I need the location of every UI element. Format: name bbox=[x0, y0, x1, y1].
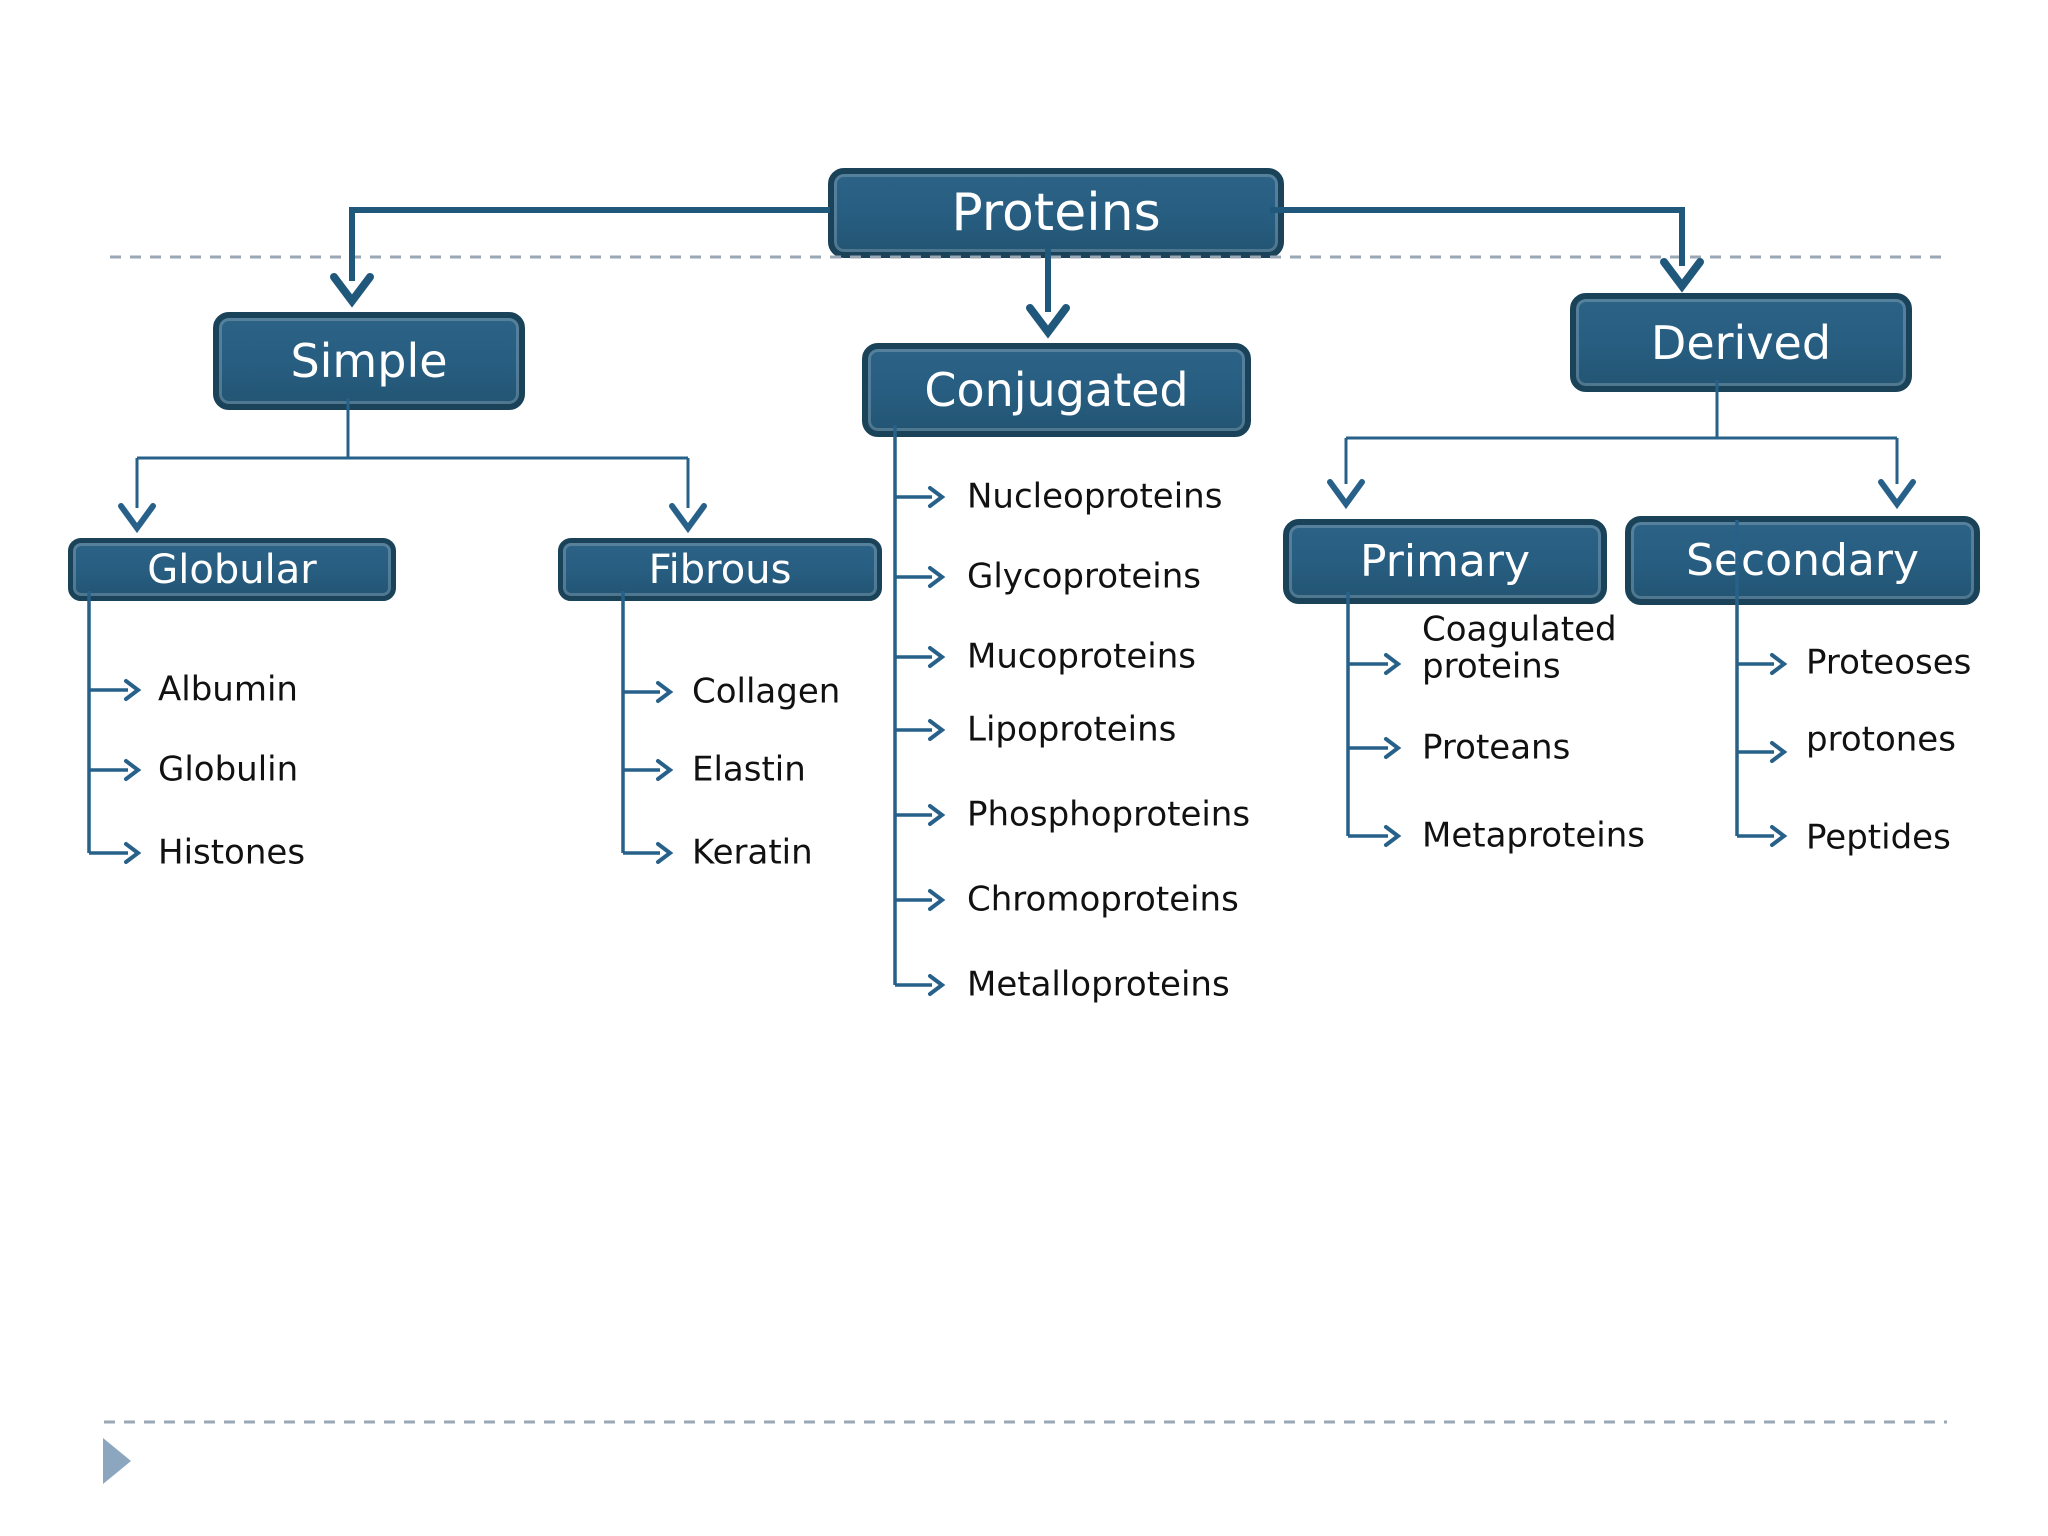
list-item-conjugated-5: Chromoproteins bbox=[967, 879, 1239, 920]
list-item-arrow-icon bbox=[124, 842, 142, 864]
node-secondary-label: Secondary bbox=[1685, 534, 1920, 586]
list-item-secondary-1: protones bbox=[1806, 719, 1956, 760]
arrowhead-to-simple-icon bbox=[330, 273, 374, 308]
list-item-arrow-icon bbox=[1770, 825, 1788, 847]
list-item-arrow-icon bbox=[656, 842, 674, 864]
list-item-arrow-icon bbox=[928, 486, 946, 508]
list-item-arrow-icon bbox=[928, 719, 946, 741]
list-item-conjugated-0: Nucleoproteins bbox=[967, 476, 1223, 517]
node-conjugated: Conjugated bbox=[862, 343, 1251, 437]
arrowhead-to-fibrous-icon bbox=[669, 503, 707, 534]
list-item-arrow-icon bbox=[124, 759, 142, 781]
connector-proteins-to-derived bbox=[1270, 207, 1685, 266]
node-derived: Derived bbox=[1570, 293, 1912, 392]
list-item-arrow-icon bbox=[1384, 737, 1402, 759]
node-globular: Globular bbox=[68, 538, 396, 601]
arrowhead-to-primary-icon bbox=[1327, 479, 1365, 510]
slide-advance-triangle-icon[interactable] bbox=[103, 1438, 131, 1484]
list-item-fibrous-0: Collagen bbox=[692, 671, 841, 712]
list-item-arrow-icon bbox=[928, 566, 946, 588]
node-globular-label: Globular bbox=[147, 546, 317, 593]
list-item-arrow-icon bbox=[928, 646, 946, 668]
node-simple-label: Simple bbox=[290, 334, 448, 388]
list-item-arrow-icon bbox=[928, 889, 946, 911]
list-item-conjugated-2: Mucoproteins bbox=[967, 636, 1196, 677]
connector-derived-split bbox=[1344, 380, 1899, 484]
arrowhead-to-derived-icon bbox=[1660, 258, 1704, 293]
list-item-arrow-icon bbox=[124, 679, 142, 701]
node-conjugated-label: Conjugated bbox=[924, 363, 1189, 417]
list-item-globular-0: Albumin bbox=[158, 669, 298, 710]
node-proteins: Proteins bbox=[828, 168, 1284, 258]
arrowhead-to-globular-icon bbox=[118, 503, 156, 534]
list-item-arrow-icon bbox=[1770, 741, 1788, 763]
node-primary-label: Primary bbox=[1359, 535, 1531, 587]
list-item-arrow-icon bbox=[928, 804, 946, 826]
list-item-globular-2: Histones bbox=[158, 832, 306, 873]
node-fibrous: Fibrous bbox=[558, 538, 882, 601]
list-item-arrow-icon bbox=[1384, 653, 1402, 675]
list-item-conjugated-6: Metalloproteins bbox=[967, 964, 1230, 1005]
list-item-primary-0: Coagulated proteins bbox=[1422, 609, 1617, 687]
list-item-secondary-0: Proteoses bbox=[1806, 642, 1972, 683]
list-item-arrow-icon bbox=[1384, 825, 1402, 847]
list-item-secondary-2: Peptides bbox=[1806, 817, 1951, 858]
connector-simple-split bbox=[135, 398, 690, 508]
node-proteins-label: Proteins bbox=[951, 183, 1161, 243]
list-item-fibrous-2: Keratin bbox=[692, 832, 813, 873]
list-item-arrow-icon bbox=[928, 974, 946, 996]
list-item-conjugated-4: Phosphoproteins bbox=[967, 794, 1251, 835]
list-connector-group bbox=[87, 425, 1788, 996]
list-item-arrow-icon bbox=[656, 681, 674, 703]
arrowhead-to-conjugated-icon bbox=[1026, 304, 1070, 339]
node-derived-label: Derived bbox=[1650, 315, 1832, 370]
list-item-primary-2: Metaproteins bbox=[1422, 815, 1645, 856]
list-item-conjugated-1: Glycoproteins bbox=[967, 556, 1201, 597]
node-secondary: Secondary bbox=[1625, 516, 1980, 605]
list-item-conjugated-3: Lipoproteins bbox=[967, 709, 1177, 750]
list-item-fibrous-1: Elastin bbox=[692, 749, 806, 790]
list-item-globular-1: Globulin bbox=[158, 749, 299, 790]
list-item-arrow-icon bbox=[1770, 653, 1788, 675]
connector-proteins-to-simple bbox=[349, 207, 830, 281]
node-simple: Simple bbox=[213, 312, 525, 410]
node-primary: Primary bbox=[1283, 519, 1607, 604]
node-fibrous-label: Fibrous bbox=[648, 546, 792, 593]
arrowhead-to-secondary-icon bbox=[1878, 479, 1916, 510]
list-item-arrow-icon bbox=[656, 759, 674, 781]
list-item-primary-1: Proteans bbox=[1422, 727, 1571, 768]
